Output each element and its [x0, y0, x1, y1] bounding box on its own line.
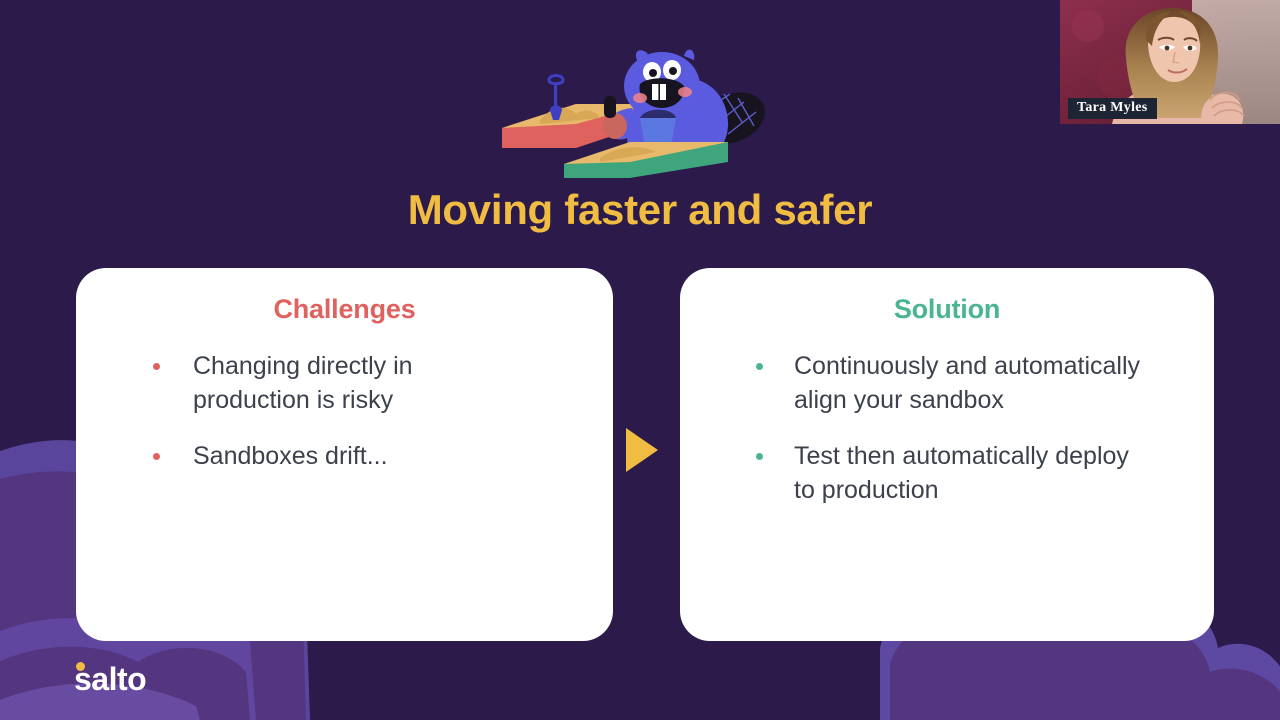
bullet-text: Sandboxes drift...: [193, 442, 388, 470]
green-sandbox-icon: [564, 142, 728, 178]
solution-card: Solution Continuously and automatically …: [680, 268, 1214, 641]
beaver-sandbox-mascot-illustration: [480, 28, 790, 178]
bullet-text: Continuously and automatically align you…: [794, 352, 1141, 414]
bullet-dot-icon: [756, 363, 763, 370]
solution-bullet-list: Continuously and automatically align you…: [710, 349, 1184, 507]
bullet-dot-icon: [756, 453, 763, 460]
solution-heading: Solution: [893, 294, 1001, 324]
shovel-icon: [547, 74, 565, 120]
logo-wordmark: salto: [74, 661, 147, 697]
bullet-dot-icon: [153, 363, 160, 370]
bullet-text: Changing directly in production is risky: [193, 352, 413, 414]
challenges-heading: Challenges: [273, 294, 416, 324]
challenges-card: Challenges Changing directly in producti…: [76, 268, 613, 641]
bullet-text: Test then automatically deploy to produc…: [794, 442, 1129, 504]
list-item: Continuously and automatically align you…: [710, 349, 1184, 417]
bullet-dot-icon: [153, 453, 160, 460]
list-item: Changing directly in production is risky: [106, 349, 583, 417]
slide-title: Moving faster and safer: [407, 186, 873, 233]
challenges-bullet-list: Changing directly in production is risky…: [106, 349, 583, 473]
speaker-name-label: Tara Myles: [1068, 98, 1157, 119]
list-item: Test then automatically deploy to produc…: [710, 439, 1184, 507]
webcam-overlay[interactable]: Tara Myles: [1060, 0, 1280, 124]
hands: [1201, 91, 1245, 124]
salto-logo: salto: [74, 661, 147, 697]
list-item: Sandboxes drift...: [106, 439, 583, 473]
right-arrow-icon: [626, 428, 658, 472]
logo-dot-icon: [76, 662, 85, 671]
